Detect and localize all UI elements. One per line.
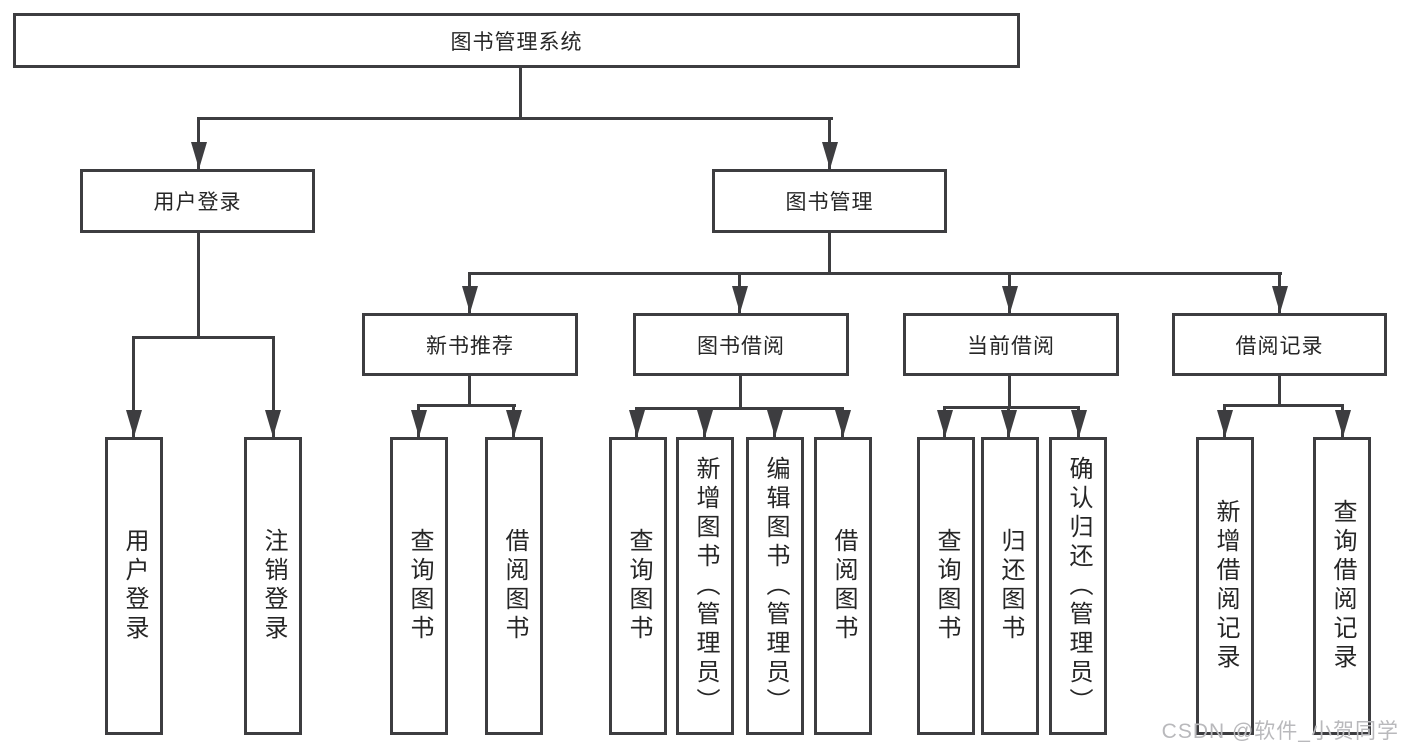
connector-recommend-stem (468, 376, 471, 407)
leaf-confirm-return-admin: 确认归还（管理员） (1049, 437, 1107, 735)
connector-book-management-rail (468, 272, 1282, 275)
node-current-borrow: 当前借阅 (903, 313, 1119, 376)
leaf-add-borrow-record: 新增借阅记录 (1196, 437, 1254, 735)
connector-record-stem (1278, 376, 1281, 407)
leaf-logout: 注销登录 (244, 437, 302, 735)
node-user-login: 用户登录 (80, 169, 315, 233)
connector-current-stem (1008, 376, 1011, 409)
leaf-query-books-current: 查询图书 (917, 437, 975, 735)
arrowhead-book-borrow (732, 286, 748, 313)
arrowhead-leaf-logout (265, 410, 281, 437)
connector-root-rail (197, 117, 833, 120)
arrowhead-leaf-query-borrow (629, 410, 645, 437)
leaf-add-books-admin: 新增图书（管理员） (676, 437, 734, 735)
node-book-management: 图书管理 (712, 169, 947, 233)
arrowhead-new-book-recommend (462, 286, 478, 313)
connector-root-stem (519, 68, 522, 120)
connector-record-rail (1223, 404, 1344, 407)
leaf-borrow-books-recommend: 借阅图书 (485, 437, 543, 735)
node-book-borrow: 图书借阅 (633, 313, 849, 376)
leaf-borrow-books: 借阅图书 (814, 437, 872, 735)
arrowhead-leaf-borrow-recommend (506, 410, 522, 437)
connector-to-leaf-user-login (132, 336, 135, 437)
arrowhead-borrow-record (1272, 286, 1288, 313)
connector-user-login-rail (132, 336, 275, 339)
connector-book-management-stem (828, 233, 831, 275)
node-new-book-recommend: 新书推荐 (362, 313, 578, 376)
connector-to-leaf-logout (272, 336, 275, 437)
leaf-query-books-recommend: 查询图书 (390, 437, 448, 735)
arrowhead-leaf-confirm-return (1071, 410, 1087, 437)
arrowhead-leaf-borrow-books (835, 410, 851, 437)
leaf-query-books-borrow: 查询图书 (609, 437, 667, 735)
arrowhead-leaf-user-login (126, 410, 142, 437)
arrowhead-leaf-edit-books (767, 410, 783, 437)
arrowhead-book-management (822, 142, 838, 169)
leaf-return-books: 归还图书 (981, 437, 1039, 735)
connector-borrow-rail (635, 407, 844, 410)
connector-recommend-rail (417, 404, 516, 407)
arrowhead-leaf-query-recommend (411, 410, 427, 437)
leaf-query-borrow-record: 查询借阅记录 (1313, 437, 1371, 735)
connector-borrow-stem (739, 376, 742, 410)
arrowhead-leaf-return-books (1001, 410, 1017, 437)
arrowhead-leaf-query-current (937, 410, 953, 437)
connector-user-login-stem (197, 233, 200, 339)
leaf-edit-books-admin: 编辑图书（管理员） (746, 437, 804, 735)
arrowhead-leaf-query-record (1335, 410, 1351, 437)
leaf-user-login: 用户登录 (105, 437, 163, 735)
arrowhead-leaf-add-books (697, 410, 713, 437)
node-root-library-management-system: 图书管理系统 (13, 13, 1020, 68)
csdn-watermark: CSDN @软件_小贺同学 (1161, 720, 1399, 743)
arrowhead-user-login (191, 142, 207, 169)
connector-current-rail (943, 406, 1080, 409)
node-borrow-record: 借阅记录 (1172, 313, 1387, 376)
arrowhead-leaf-add-record (1217, 410, 1233, 437)
arrowhead-current-borrow (1002, 286, 1018, 313)
